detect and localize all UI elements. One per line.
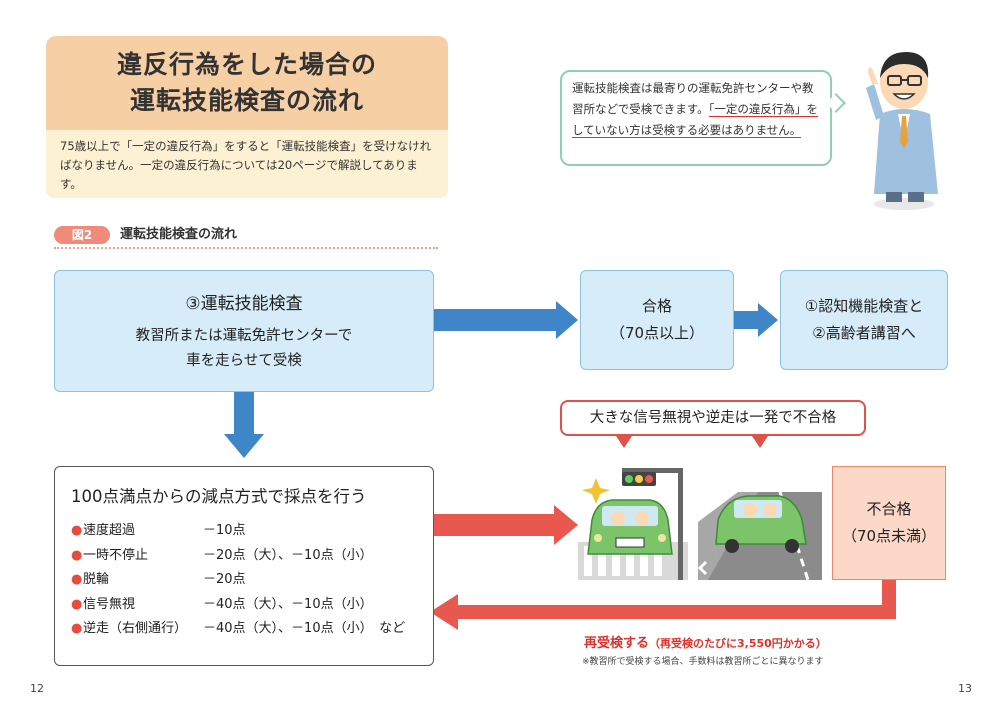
bullet-icon: ● (71, 621, 83, 636)
title-box: 違反行為をした場合の 運転技能検査の流れ (46, 36, 448, 130)
pass-line2: （70点以上） (609, 324, 705, 342)
warning-tail (752, 436, 768, 448)
arrow-to-pass (434, 301, 578, 339)
driving-test-line2: 車を走らせて受検 (186, 352, 302, 369)
page-number-left: 12 (30, 682, 44, 695)
page-number-right: 13 (958, 682, 972, 695)
violation-name: 速度超過 (83, 523, 136, 538)
driving-test-line1: 教習所または運転免許センターで (135, 327, 353, 344)
signal-violation-illustration-icon (578, 468, 688, 580)
page-title-line2: 運転技能検査の流れ (129, 86, 364, 115)
arrow-to-scoring (224, 392, 264, 458)
page-title-line1: 違反行為をした場合の (116, 50, 377, 79)
fail-line2: （70点未満） (841, 527, 937, 545)
next-line2: ②高齢者講習へ (812, 324, 916, 342)
arrow-to-next (734, 303, 778, 337)
retry-main: 再受検する (584, 636, 650, 651)
next-step-box: ①認知機能検査と ②高齢者講習へ (780, 270, 948, 370)
violation-name: 逆走（右側通行） (83, 621, 188, 636)
scoring-item: ● 信号無視 －40点（大）、－10点（小） (71, 593, 433, 618)
warning-bubble: 大きな信号無視や逆走は一発で不合格 (560, 400, 866, 436)
scoring-item: ● 速度超過 －10点 (71, 519, 433, 544)
bullet-icon: ● (71, 596, 83, 612)
scoring-item: ● 逆走（右側通行） －40点（大）、－10点（小） など (71, 617, 433, 642)
figure-label: 図2 (54, 226, 110, 244)
driving-test-heading: ③運転技能検査 (185, 293, 303, 314)
pass-line1: 合格 (641, 297, 672, 315)
intro-text: 75歳以上で「一定の違反行為」をすると「運転技能検査」を受けなければなりません。… (46, 130, 448, 198)
speech-bubble: 運転技能検査は最寄りの運転免許センターや教習所などで受検できます。「一定の違反行… (560, 70, 832, 166)
scoring-item: ● 脱輪 －20点 (71, 568, 433, 593)
violation-penalty: －20点 (203, 572, 246, 587)
scoring-item: ● 一時不停止 －20点（大）、－10点（小） (71, 544, 433, 569)
scoring-heading: 100点満点からの減点方式で採点を行う (71, 487, 367, 506)
bullet-icon: ● (71, 523, 83, 538)
retry-label: 再受検する（再受検のたびに3,550円かかる） (584, 632, 827, 651)
violation-penalty: －20点（大）、－10点（小） (203, 547, 373, 563)
fail-line1: 不合格 (866, 500, 912, 518)
next-line1: ①認知機能検査と (804, 297, 924, 315)
violation-penalty: －40点（大）、－10点（小） (203, 596, 373, 612)
scoring-box: 100点満点からの減点方式で採点を行う ● 速度超過 －10点 ● 一時不停止 … (54, 466, 434, 666)
warning-tail (616, 436, 632, 448)
teacher-illustration-icon (866, 52, 938, 210)
arrow-to-fail (434, 505, 578, 545)
speech-part2: 「一定の違反行為」をしていない方は受検する必要はありません。 (572, 102, 818, 138)
violation-penalty: －10点 (203, 523, 246, 538)
wrong-way-illustration-icon (698, 491, 822, 580)
pass-box: 合格 （70点以上） (580, 270, 734, 370)
bullet-icon: ● (71, 547, 83, 563)
fail-box: 不合格 （70点未満） (832, 466, 946, 580)
violation-name: 信号無視 (83, 596, 136, 612)
violation-name: 一時不停止 (83, 547, 149, 563)
driving-test-box: ③運転技能検査 教習所または運転免許センターで 車を走らせて受検 (54, 270, 434, 392)
bullet-icon: ● (71, 572, 83, 587)
violation-name: 脱輪 (83, 572, 110, 587)
figure-divider (54, 247, 438, 249)
arrow-retry (430, 580, 896, 630)
violation-penalty: －40点（大）、－10点（小） など (203, 621, 406, 636)
speech-part1: 運転技能検査は最寄りの運転免許センターや教習所などで受検できます。 (572, 81, 814, 116)
fee-note: ※教習所で受検する場合、手数料は教習所ごとに異なります (582, 657, 824, 667)
retry-sub: （再受検のたびに3,550円かかる） (649, 637, 827, 650)
figure-title: 運転技能検査の流れ (120, 227, 238, 242)
